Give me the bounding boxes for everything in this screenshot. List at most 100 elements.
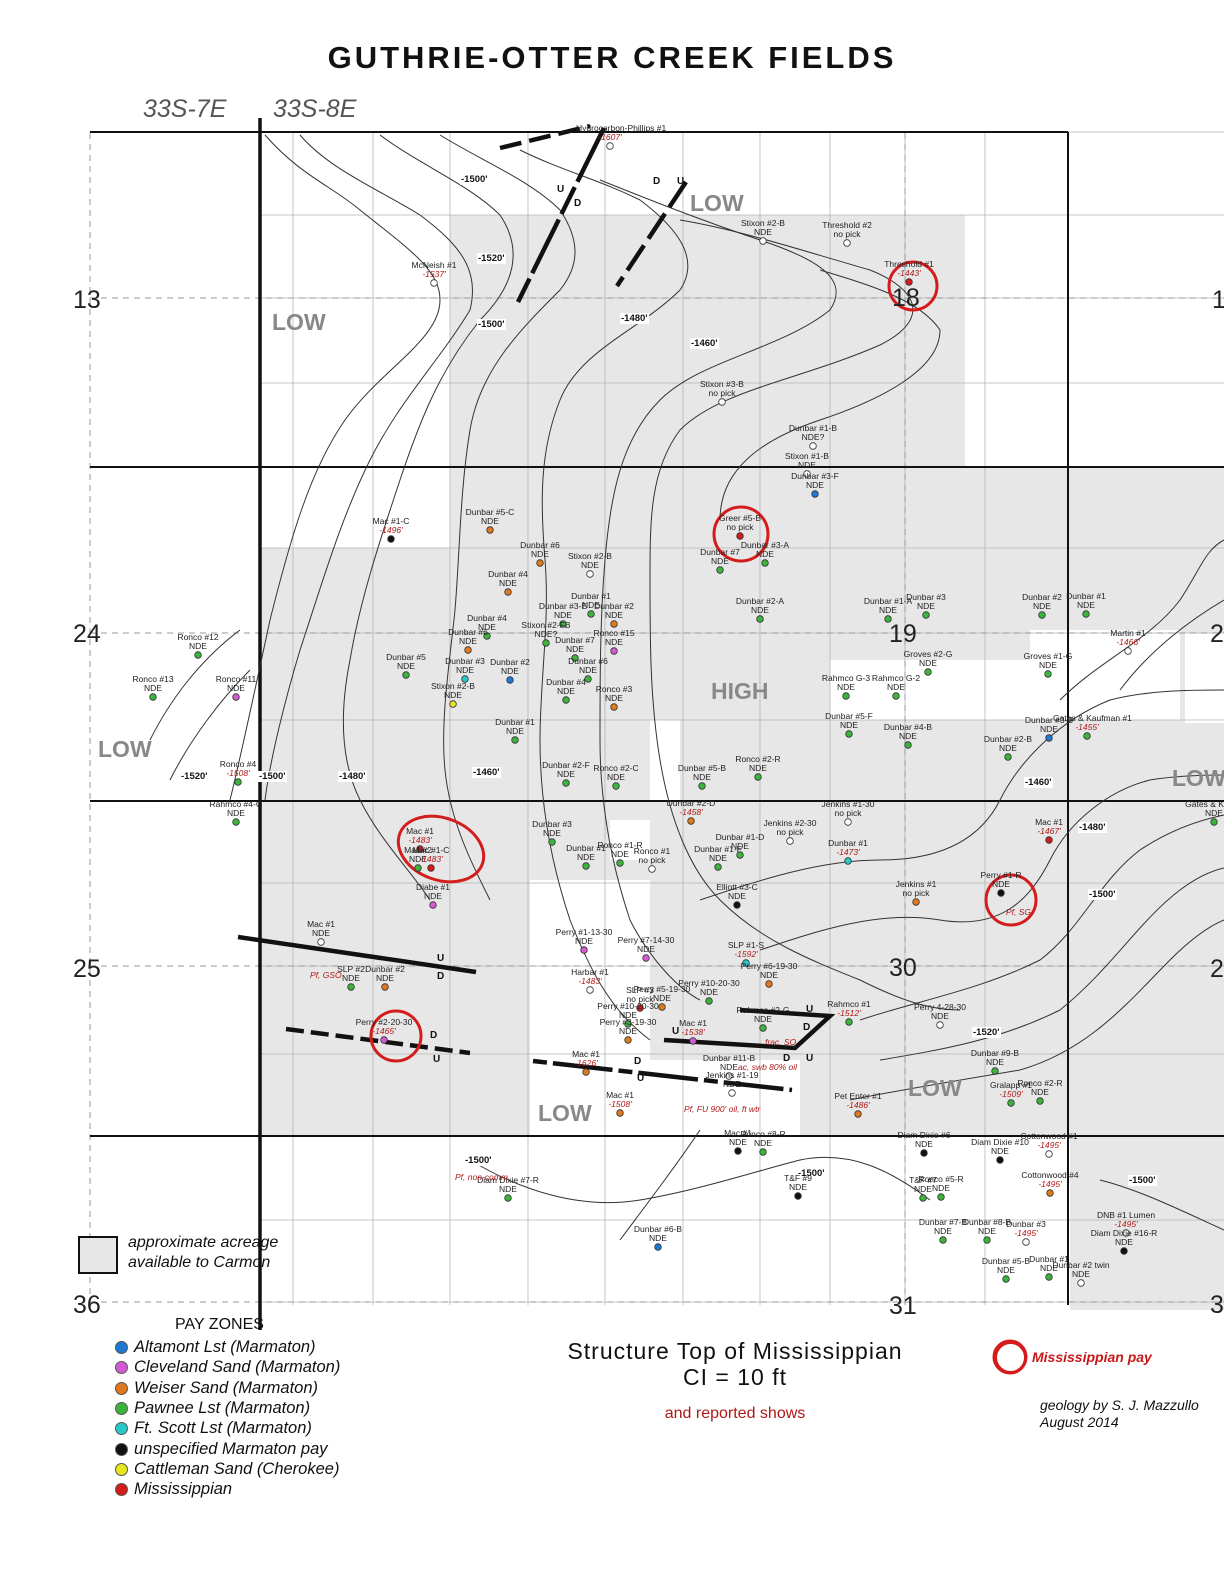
well-symbol[interactable]	[586, 570, 594, 578]
well-symbol[interactable]	[461, 675, 469, 683]
well-symbol[interactable]	[761, 559, 769, 567]
well-symbol[interactable]	[991, 1067, 999, 1075]
well-symbol[interactable]	[584, 675, 592, 683]
well-symbol[interactable]	[624, 1020, 632, 1028]
well-symbol[interactable]	[580, 946, 588, 954]
mississippian-pay-circles[interactable]	[369, 260, 1038, 1375]
well-symbol[interactable]	[542, 639, 550, 647]
well-symbol[interactable]	[610, 703, 618, 711]
well-symbol[interactable]	[919, 1194, 927, 1202]
well-symbol[interactable]	[786, 837, 794, 845]
well-symbol[interactable]	[1045, 1150, 1053, 1158]
well-symbol[interactable]	[648, 865, 656, 873]
well-symbol[interactable]	[922, 611, 930, 619]
well-symbol[interactable]	[429, 901, 437, 909]
well-symbol[interactable]	[586, 986, 594, 994]
well-symbol[interactable]	[1002, 1275, 1010, 1283]
well-symbol[interactable]	[430, 279, 438, 287]
well-symbol[interactable]	[1124, 647, 1132, 655]
well-symbol[interactable]	[610, 647, 618, 655]
well-symbol[interactable]	[380, 1036, 388, 1044]
well-symbol[interactable]	[794, 1192, 802, 1200]
well-symbol[interactable]	[939, 1236, 947, 1244]
well-symbol[interactable]	[1036, 1097, 1044, 1105]
well-symbol[interactable]	[1082, 610, 1090, 618]
well-symbol[interactable]	[504, 1194, 512, 1202]
well-symbol[interactable]	[1120, 1247, 1128, 1255]
well-symbol[interactable]	[582, 862, 590, 870]
well-symbol[interactable]	[616, 1109, 624, 1117]
well-symbol[interactable]	[548, 838, 556, 846]
well-symbol[interactable]	[728, 1089, 736, 1097]
well-symbol[interactable]	[714, 863, 722, 871]
well-symbol[interactable]	[759, 1148, 767, 1156]
well-symbol[interactable]	[347, 983, 355, 991]
well-symbol[interactable]	[1044, 670, 1052, 678]
well-symbol[interactable]	[232, 818, 240, 826]
well-symbol[interactable]	[483, 632, 491, 640]
well-symbol[interactable]	[924, 668, 932, 676]
well-symbol[interactable]	[232, 693, 240, 701]
well-symbol[interactable]	[511, 736, 519, 744]
well-symbol[interactable]	[1045, 836, 1053, 844]
well-symbol[interactable]	[754, 773, 762, 781]
well-symbol[interactable]	[844, 857, 852, 865]
well-symbol[interactable]	[734, 1147, 742, 1155]
well-symbol[interactable]	[606, 142, 614, 150]
well-symbol[interactable]	[905, 278, 913, 286]
well-symbol[interactable]	[449, 700, 457, 708]
well-symbol[interactable]	[854, 1110, 862, 1118]
well-symbol[interactable]	[736, 532, 744, 540]
well-symbol[interactable]	[765, 980, 773, 988]
well-symbol[interactable]	[842, 692, 850, 700]
well-symbol[interactable]	[636, 1004, 644, 1012]
well-symbol[interactable]	[736, 851, 744, 859]
well-symbol[interactable]	[381, 983, 389, 991]
well-symbol[interactable]	[610, 620, 618, 628]
well-symbol[interactable]	[997, 889, 1005, 897]
well-symbol[interactable]	[1122, 1229, 1130, 1237]
well-symbol[interactable]	[1004, 753, 1012, 761]
well-symbol[interactable]	[654, 1243, 662, 1251]
well-symbol[interactable]	[616, 859, 624, 867]
well-symbol[interactable]	[571, 654, 579, 662]
well-symbol[interactable]	[414, 864, 422, 872]
well-symbol[interactable]	[1083, 732, 1091, 740]
well-symbol[interactable]	[234, 778, 242, 786]
well-symbol[interactable]	[194, 651, 202, 659]
well-symbol[interactable]	[936, 1021, 944, 1029]
well-symbol[interactable]	[402, 671, 410, 679]
well-symbol[interactable]	[687, 817, 695, 825]
well-symbol[interactable]	[937, 1193, 945, 1201]
well-symbol[interactable]	[1046, 1189, 1054, 1197]
well-symbol[interactable]	[387, 535, 395, 543]
well-symbol[interactable]	[725, 1072, 733, 1080]
well-symbol[interactable]	[803, 470, 811, 478]
well-symbol[interactable]	[317, 938, 325, 946]
well-symbol[interactable]	[562, 779, 570, 787]
well-symbol[interactable]	[884, 615, 892, 623]
well-symbol[interactable]	[843, 239, 851, 247]
well-symbol[interactable]	[689, 1037, 697, 1045]
well-symbol[interactable]	[486, 526, 494, 534]
well-symbol[interactable]	[1045, 1273, 1053, 1281]
well-symbol[interactable]	[1077, 1279, 1085, 1287]
well-symbol[interactable]	[983, 1236, 991, 1244]
well-symbol[interactable]	[559, 620, 567, 628]
well-symbol[interactable]	[716, 566, 724, 574]
well-symbol[interactable]	[504, 588, 512, 596]
well-symbol[interactable]	[718, 398, 726, 406]
well-symbol[interactable]	[904, 741, 912, 749]
well-symbol[interactable]	[612, 782, 620, 790]
well-symbol[interactable]	[705, 997, 713, 1005]
well-symbol[interactable]	[1045, 734, 1053, 742]
well-symbol[interactable]	[892, 692, 900, 700]
well-symbol[interactable]	[759, 237, 767, 245]
well-symbol[interactable]	[844, 818, 852, 826]
well-symbol[interactable]	[845, 1018, 853, 1026]
well-symbol[interactable]	[464, 646, 472, 654]
well-symbol[interactable]	[811, 490, 819, 498]
well-symbol[interactable]	[587, 610, 595, 618]
well-symbol[interactable]	[536, 559, 544, 567]
well-symbol[interactable]	[582, 1068, 590, 1076]
